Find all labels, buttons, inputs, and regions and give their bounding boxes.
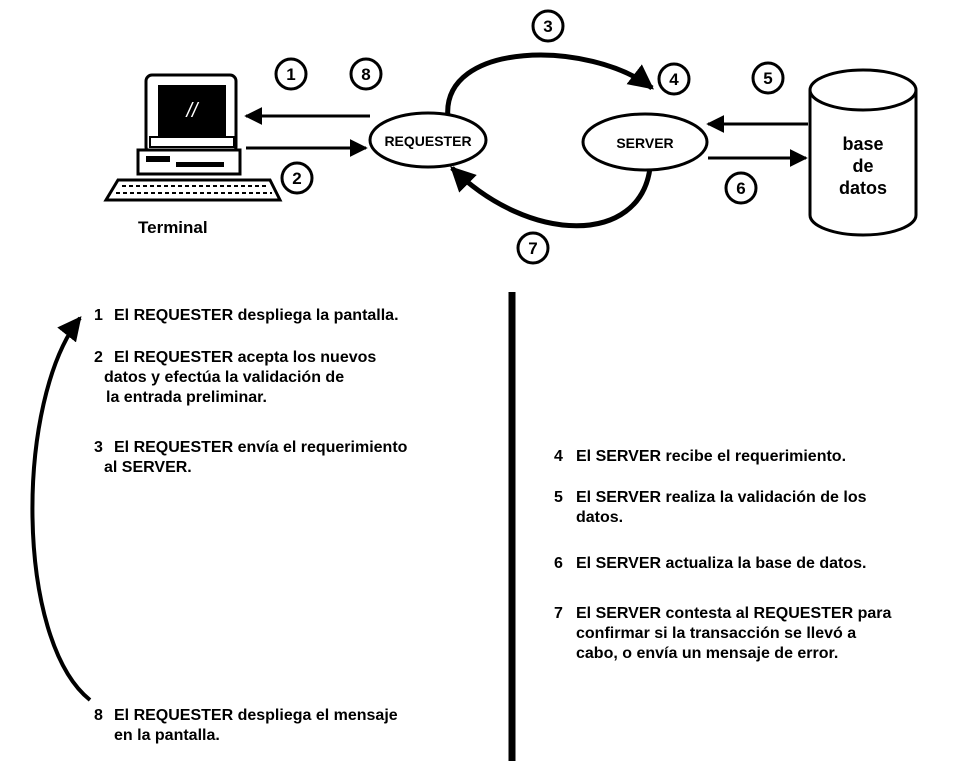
badge-2: 2 [280, 161, 314, 195]
step-text: datos y efectúa la validación de [104, 369, 345, 386]
step-5: 5 El SERVER realiza la validación de los… [554, 488, 954, 528]
svg-text:8: 8 [361, 65, 370, 84]
step-number: 1 [94, 307, 103, 324]
step-number: 7 [554, 605, 563, 622]
arrow-7 [450, 166, 653, 229]
server-node [581, 112, 709, 172]
step-number: 8 [94, 707, 103, 724]
svg-text:2: 2 [292, 169, 301, 188]
step-3: 3 El REQUESTER envía el requerimiento al… [94, 438, 494, 478]
badge-4: 4 [657, 62, 691, 96]
step-text: El REQUESTER envía el requerimiento [114, 439, 408, 456]
step-text: El SERVER recibe el requerimiento. [576, 448, 847, 465]
requester-label: REQUESTER [384, 133, 471, 149]
step-text: El SERVER contesta al REQUESTER para [576, 605, 892, 622]
svg-text:4: 4 [669, 70, 679, 89]
return-arrow-8-to-1 [30, 316, 92, 702]
step-text: El REQUESTER despliega la pantalla. [114, 307, 399, 324]
step-number: 2 [94, 349, 103, 366]
database-line-3: datos [839, 178, 887, 198]
step-number: 4 [554, 448, 563, 465]
svg-text:7: 7 [528, 239, 537, 258]
svg-text:5: 5 [763, 69, 772, 88]
badge-5: 5 [751, 61, 785, 95]
screen-glyph: // [184, 100, 200, 122]
database-line-1: base [842, 134, 883, 154]
terminal-computer-icon: // [103, 73, 283, 202]
step-text: al SERVER. [104, 459, 192, 476]
database-cylinder [808, 68, 918, 237]
step-number: 6 [554, 555, 563, 572]
step-text: en la pantalla. [114, 727, 220, 744]
database-line-2: de [852, 156, 873, 176]
step-8: 8 El REQUESTER despliega el mensaje en l… [94, 706, 494, 746]
step-text: la entrada preliminar. [106, 389, 267, 406]
step-2: 2 El REQUESTER acepta los nuevos datos y… [94, 348, 494, 408]
server-label: SERVER [616, 135, 673, 151]
badge-8: 8 [349, 57, 383, 91]
arrow-3 [445, 52, 654, 119]
svg-text:1: 1 [286, 65, 295, 84]
requester-node [368, 111, 488, 169]
badge-3: 3 [531, 9, 565, 43]
svg-text:3: 3 [543, 17, 552, 36]
badge-6: 6 [724, 171, 758, 205]
step-7: 7 El SERVER contesta al REQUESTER para c… [554, 604, 960, 664]
step-number: 5 [554, 489, 563, 506]
step-text: cabo, o envía un mensaje de error. [576, 645, 839, 662]
step-text: El SERVER realiza la validación de los [576, 489, 867, 506]
svg-text:6: 6 [736, 179, 745, 198]
step-text: confirmar si la transacción se llevó a [576, 625, 857, 642]
step-text: El REQUESTER acepta los nuevos [114, 349, 377, 366]
badge-7: 7 [516, 231, 550, 265]
badge-1: 1 [274, 57, 308, 91]
step-number: 3 [94, 439, 103, 456]
terminal-label: Terminal [138, 218, 208, 237]
step-text: El SERVER actualiza la base de datos. [576, 555, 867, 572]
step-text: El REQUESTER despliega el mensaje [114, 707, 398, 724]
step-text: datos. [576, 509, 624, 526]
